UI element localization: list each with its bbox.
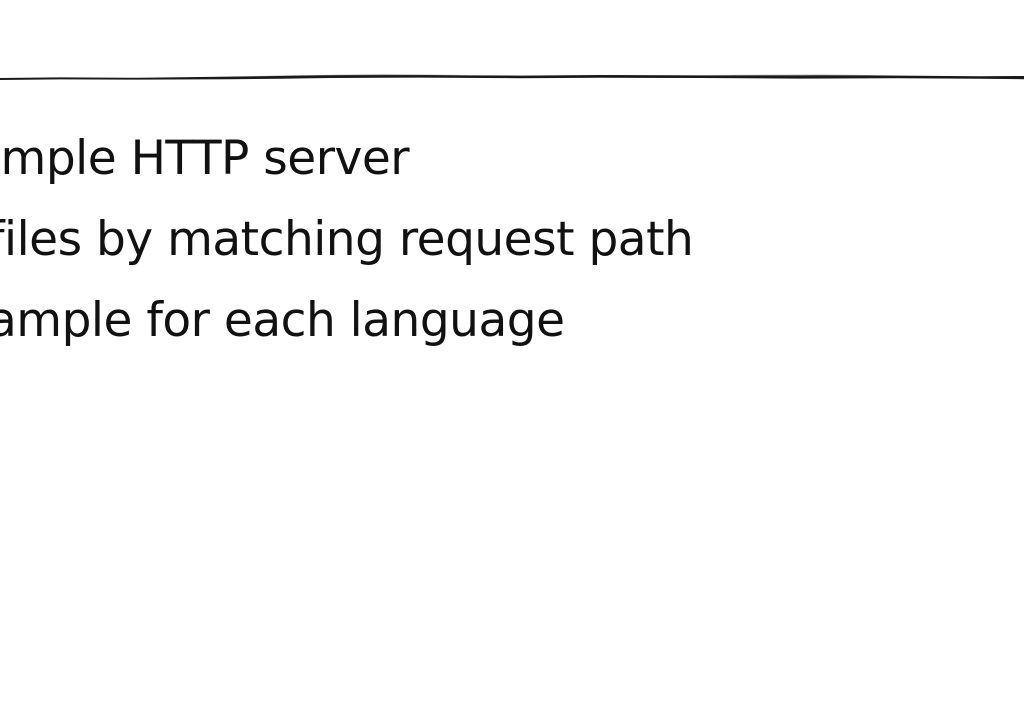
- bullet-list: imple HTTP server files by matching requ…: [0, 118, 694, 361]
- bullet-item: imple HTTP server: [0, 131, 410, 186]
- title-divider-rule: [0, 74, 1024, 80]
- bullet-item: files by matching request path: [0, 212, 694, 267]
- bullet-item: ample for each language: [0, 293, 565, 348]
